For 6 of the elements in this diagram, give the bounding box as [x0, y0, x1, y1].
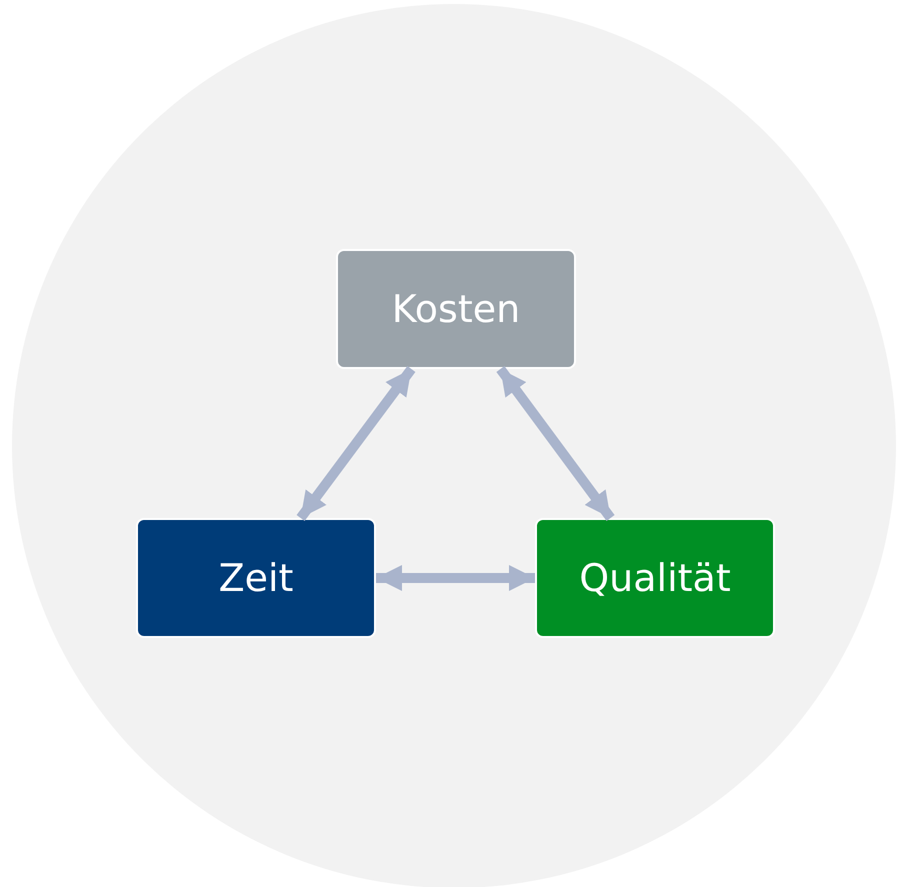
double-arrow — [296, 366, 416, 521]
process-box: Qualität — [535, 518, 775, 638]
double-arrow — [496, 366, 615, 521]
process-box: Zeit — [136, 518, 376, 638]
double-arrow — [376, 565, 535, 591]
process-box: Kosten — [336, 249, 576, 369]
